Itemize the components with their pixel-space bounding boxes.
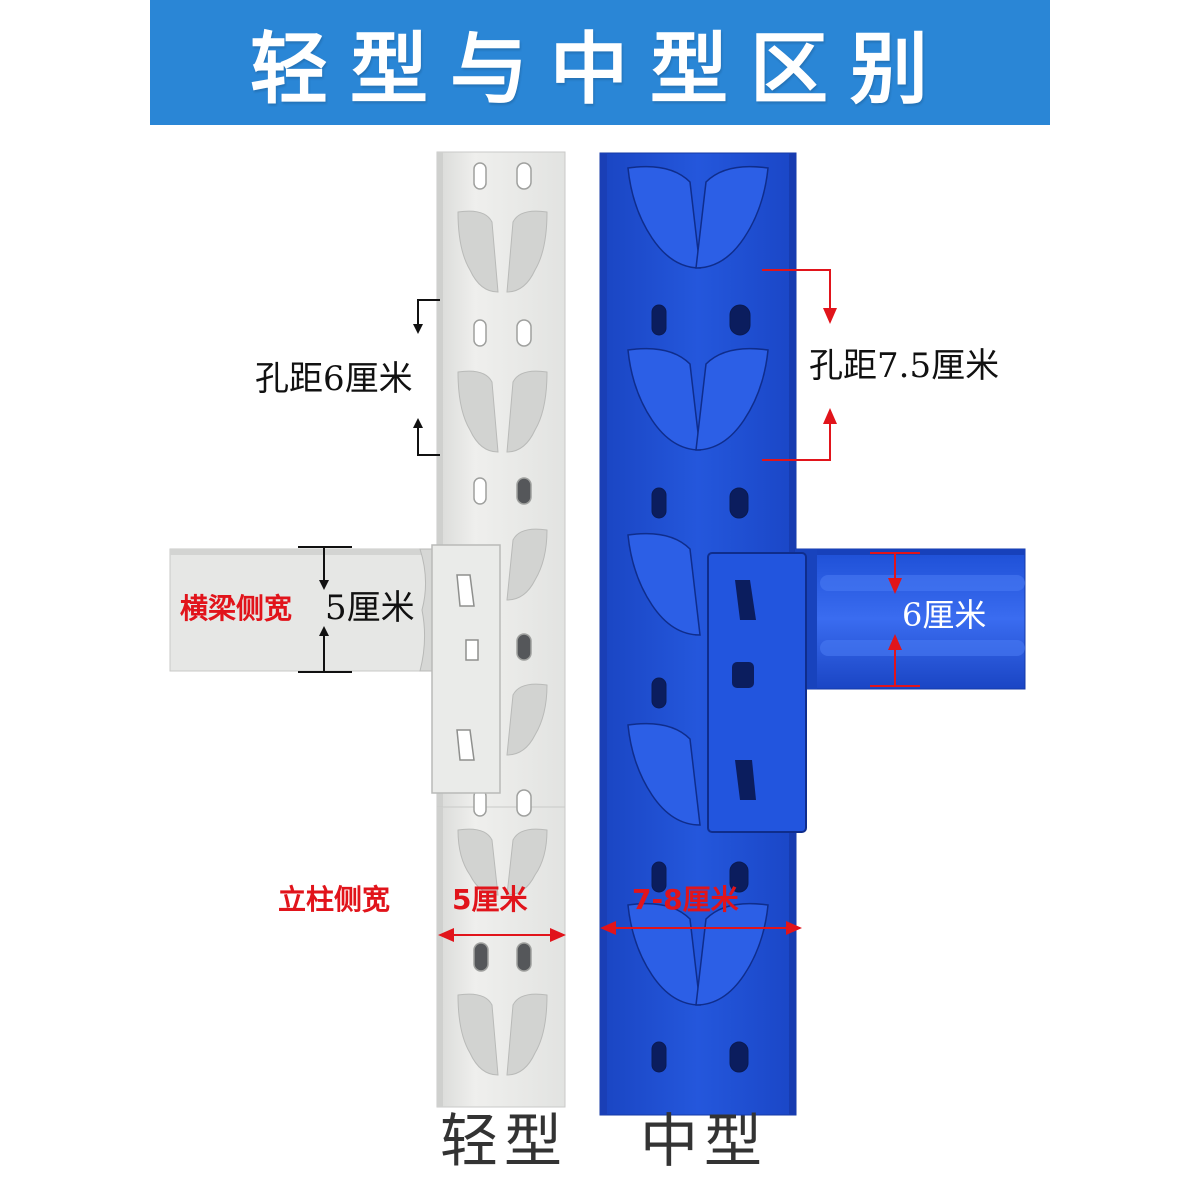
light-beam-width-title: 横梁侧宽 [180,592,293,625]
light-type-label: 轻型 [440,1107,569,1175]
light-rack-post-lower [436,789,566,1108]
light-hole-spacing-arrows [413,299,440,456]
medium-post-width-label: 7-8厘米 [632,883,739,916]
light-beam-width-label: 5厘米 [325,588,415,628]
page-title: 轻型与中型区别 [249,24,950,115]
title-banner: 轻型与中型区别 [150,0,1050,125]
medium-beam-bracket [707,552,807,833]
light-hole-spacing-label: 孔距6厘米 [255,359,413,399]
medium-type-label: 中型 [640,1107,769,1175]
medium-beam [794,548,1026,690]
light-rack-post [436,151,566,808]
medium-beam-width-arrows [870,552,920,687]
medium-hole-spacing-arrows [762,269,837,461]
medium-hole-spacing-label: 孔距7.5厘米 [809,346,1000,386]
light-post-width-label: 5厘米 [452,883,528,916]
light-post-width-title: 立柱侧宽 [278,883,391,916]
light-beam-bracket [431,544,501,794]
light-beam-width-arrows [298,546,352,673]
medium-beam-width-label: 6厘米 [902,596,987,634]
